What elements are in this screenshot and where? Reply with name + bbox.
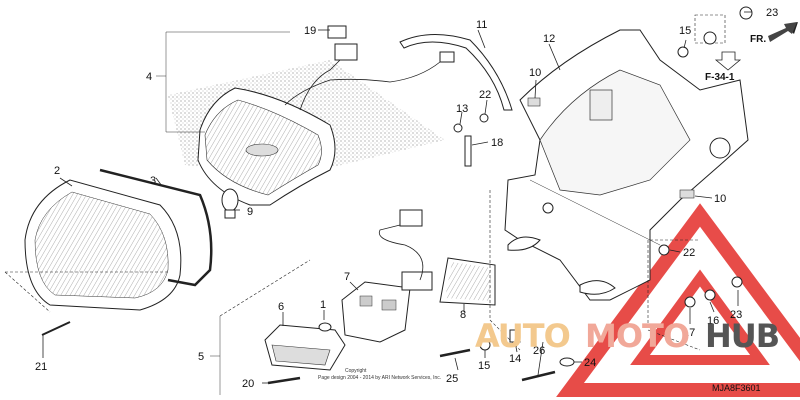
license-light-6 bbox=[264, 324, 346, 371]
guide-11 bbox=[399, 33, 513, 111]
callout-8: 8 bbox=[460, 309, 466, 321]
bolt-18 bbox=[464, 135, 472, 167]
watermark-word-1: AUTO bbox=[475, 317, 570, 355]
bolt-20 bbox=[267, 376, 301, 385]
callout-15a: 15 bbox=[679, 25, 691, 37]
callout-9: 9 bbox=[247, 206, 253, 218]
callout-24: 24 bbox=[584, 357, 596, 369]
callout-7: 7 bbox=[344, 271, 350, 283]
clip-19 bbox=[327, 25, 347, 39]
callout-2: 2 bbox=[54, 165, 60, 177]
light-assembly bbox=[168, 25, 455, 206]
nut-15a bbox=[677, 46, 689, 58]
connector-small bbox=[439, 51, 455, 63]
diagram-code: MJA8F3601 bbox=[712, 383, 761, 393]
front-arrow-icon bbox=[768, 22, 798, 42]
front-direction-label: FR. bbox=[750, 34, 766, 45]
callout-17: 17 bbox=[683, 327, 695, 339]
watermark-word-3: HUB bbox=[705, 317, 779, 355]
callout-14: 14 bbox=[509, 353, 521, 365]
callout-18: 18 bbox=[491, 137, 503, 149]
callout-15b: 15 bbox=[478, 360, 490, 372]
leader-lines bbox=[42, 11, 752, 384]
copyright-line-1: Copyright bbox=[345, 368, 367, 374]
callout-5: 5 bbox=[198, 351, 204, 363]
bulb-9 bbox=[221, 188, 239, 219]
callout-4: 4 bbox=[146, 71, 152, 83]
callout-13: 13 bbox=[456, 103, 468, 115]
nut-13 bbox=[453, 123, 463, 133]
callout-16: 16 bbox=[707, 315, 719, 327]
callout-22a: 22 bbox=[479, 89, 491, 101]
watermark-triangle bbox=[556, 203, 800, 397]
callout-19: 19 bbox=[304, 25, 316, 37]
callout-11: 11 bbox=[476, 19, 487, 31]
callout-21: 21 bbox=[35, 361, 47, 373]
pad-10b bbox=[679, 189, 695, 199]
callout-10b: 10 bbox=[714, 193, 726, 205]
arrow-down-icon bbox=[714, 51, 742, 71]
callout-26: 26 bbox=[533, 345, 545, 357]
nut-22b bbox=[658, 244, 670, 256]
bulb-1 bbox=[318, 322, 332, 332]
pad-10a bbox=[527, 97, 541, 107]
bolt-25 bbox=[439, 348, 471, 358]
callout-25: 25 bbox=[446, 373, 458, 385]
reflector-8 bbox=[439, 257, 496, 306]
bolt-26 bbox=[521, 370, 556, 382]
watermark-logo: AUTO MOTO HUB bbox=[475, 317, 780, 355]
callout-12: 12 bbox=[543, 33, 555, 45]
callout-1: 1 bbox=[320, 299, 326, 311]
screw-23b bbox=[731, 276, 743, 288]
callout-3: 3 bbox=[150, 175, 156, 187]
grommet-inset bbox=[677, 6, 753, 71]
watermark-word-2: MOTO bbox=[585, 317, 689, 355]
socket-7 bbox=[341, 271, 433, 343]
screw-23a bbox=[739, 6, 753, 20]
fender-12 bbox=[504, 29, 749, 301]
copyright-line-2: Page design 2004 - 2014 by ARI Network S… bbox=[318, 375, 441, 381]
lens-2 bbox=[24, 179, 182, 311]
grommet-16 bbox=[704, 289, 716, 301]
callout-10a: 10 bbox=[529, 67, 541, 79]
screw-21 bbox=[41, 321, 71, 336]
washer-24 bbox=[559, 357, 575, 367]
collar-17 bbox=[684, 296, 696, 308]
reference-code: F-34-1 bbox=[705, 72, 735, 83]
callout-22b: 22 bbox=[683, 247, 695, 259]
nut-22a bbox=[479, 113, 489, 123]
gasket-3 bbox=[99, 168, 213, 287]
connector bbox=[334, 43, 358, 61]
callout-6: 6 bbox=[278, 301, 284, 313]
callout-20: 20 bbox=[242, 378, 254, 390]
callout-23a: 23 bbox=[766, 7, 778, 19]
callout-23b: 23 bbox=[730, 309, 742, 321]
